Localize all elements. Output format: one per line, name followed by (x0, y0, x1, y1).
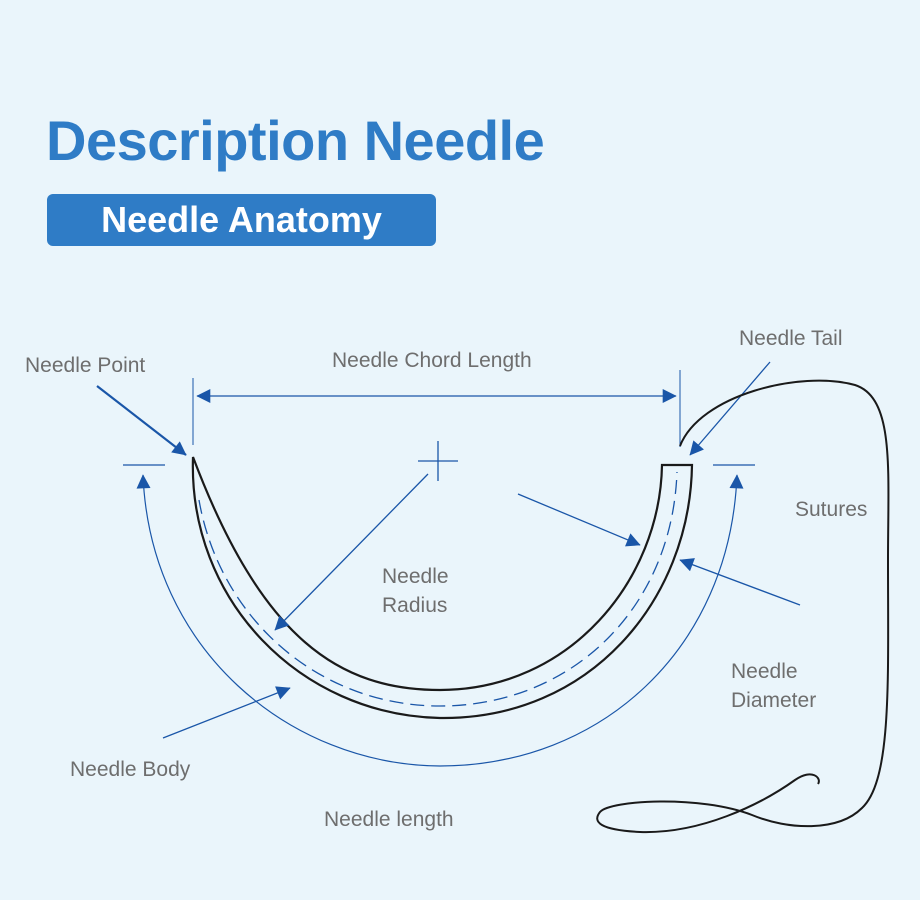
needle-tail-arrow (689, 361, 771, 456)
needle-body-arrow (162, 686, 291, 739)
label-needle-length: Needle length (324, 808, 454, 831)
label-needle-diameter-line2: Diameter (731, 689, 816, 712)
label-needle-diameter-line1: Needle (731, 660, 798, 683)
diameter-arrow-outer (517, 493, 641, 547)
label-needle-radius-line2: Radius (382, 594, 447, 617)
suture-thread (596, 379, 890, 834)
label-needle-chord-length: Needle Chord Length (332, 349, 532, 372)
label-needle-tail: Needle Tail (739, 327, 843, 350)
needle-radius-arrow (274, 473, 429, 631)
diameter-arrow-inner (679, 558, 801, 606)
subtitle-badge: Needle Anatomy (47, 194, 436, 246)
label-sutures: Sutures (795, 498, 867, 521)
needle-length-arc (136, 474, 744, 767)
label-needle-point: Needle Point (25, 354, 145, 377)
page-title: Description Needle (46, 109, 545, 172)
label-needle-radius-line1: Needle (382, 565, 449, 588)
needle-point-arrow (96, 385, 187, 456)
label-needle-body: Needle Body (70, 758, 191, 781)
needle-centerline (198, 471, 678, 707)
